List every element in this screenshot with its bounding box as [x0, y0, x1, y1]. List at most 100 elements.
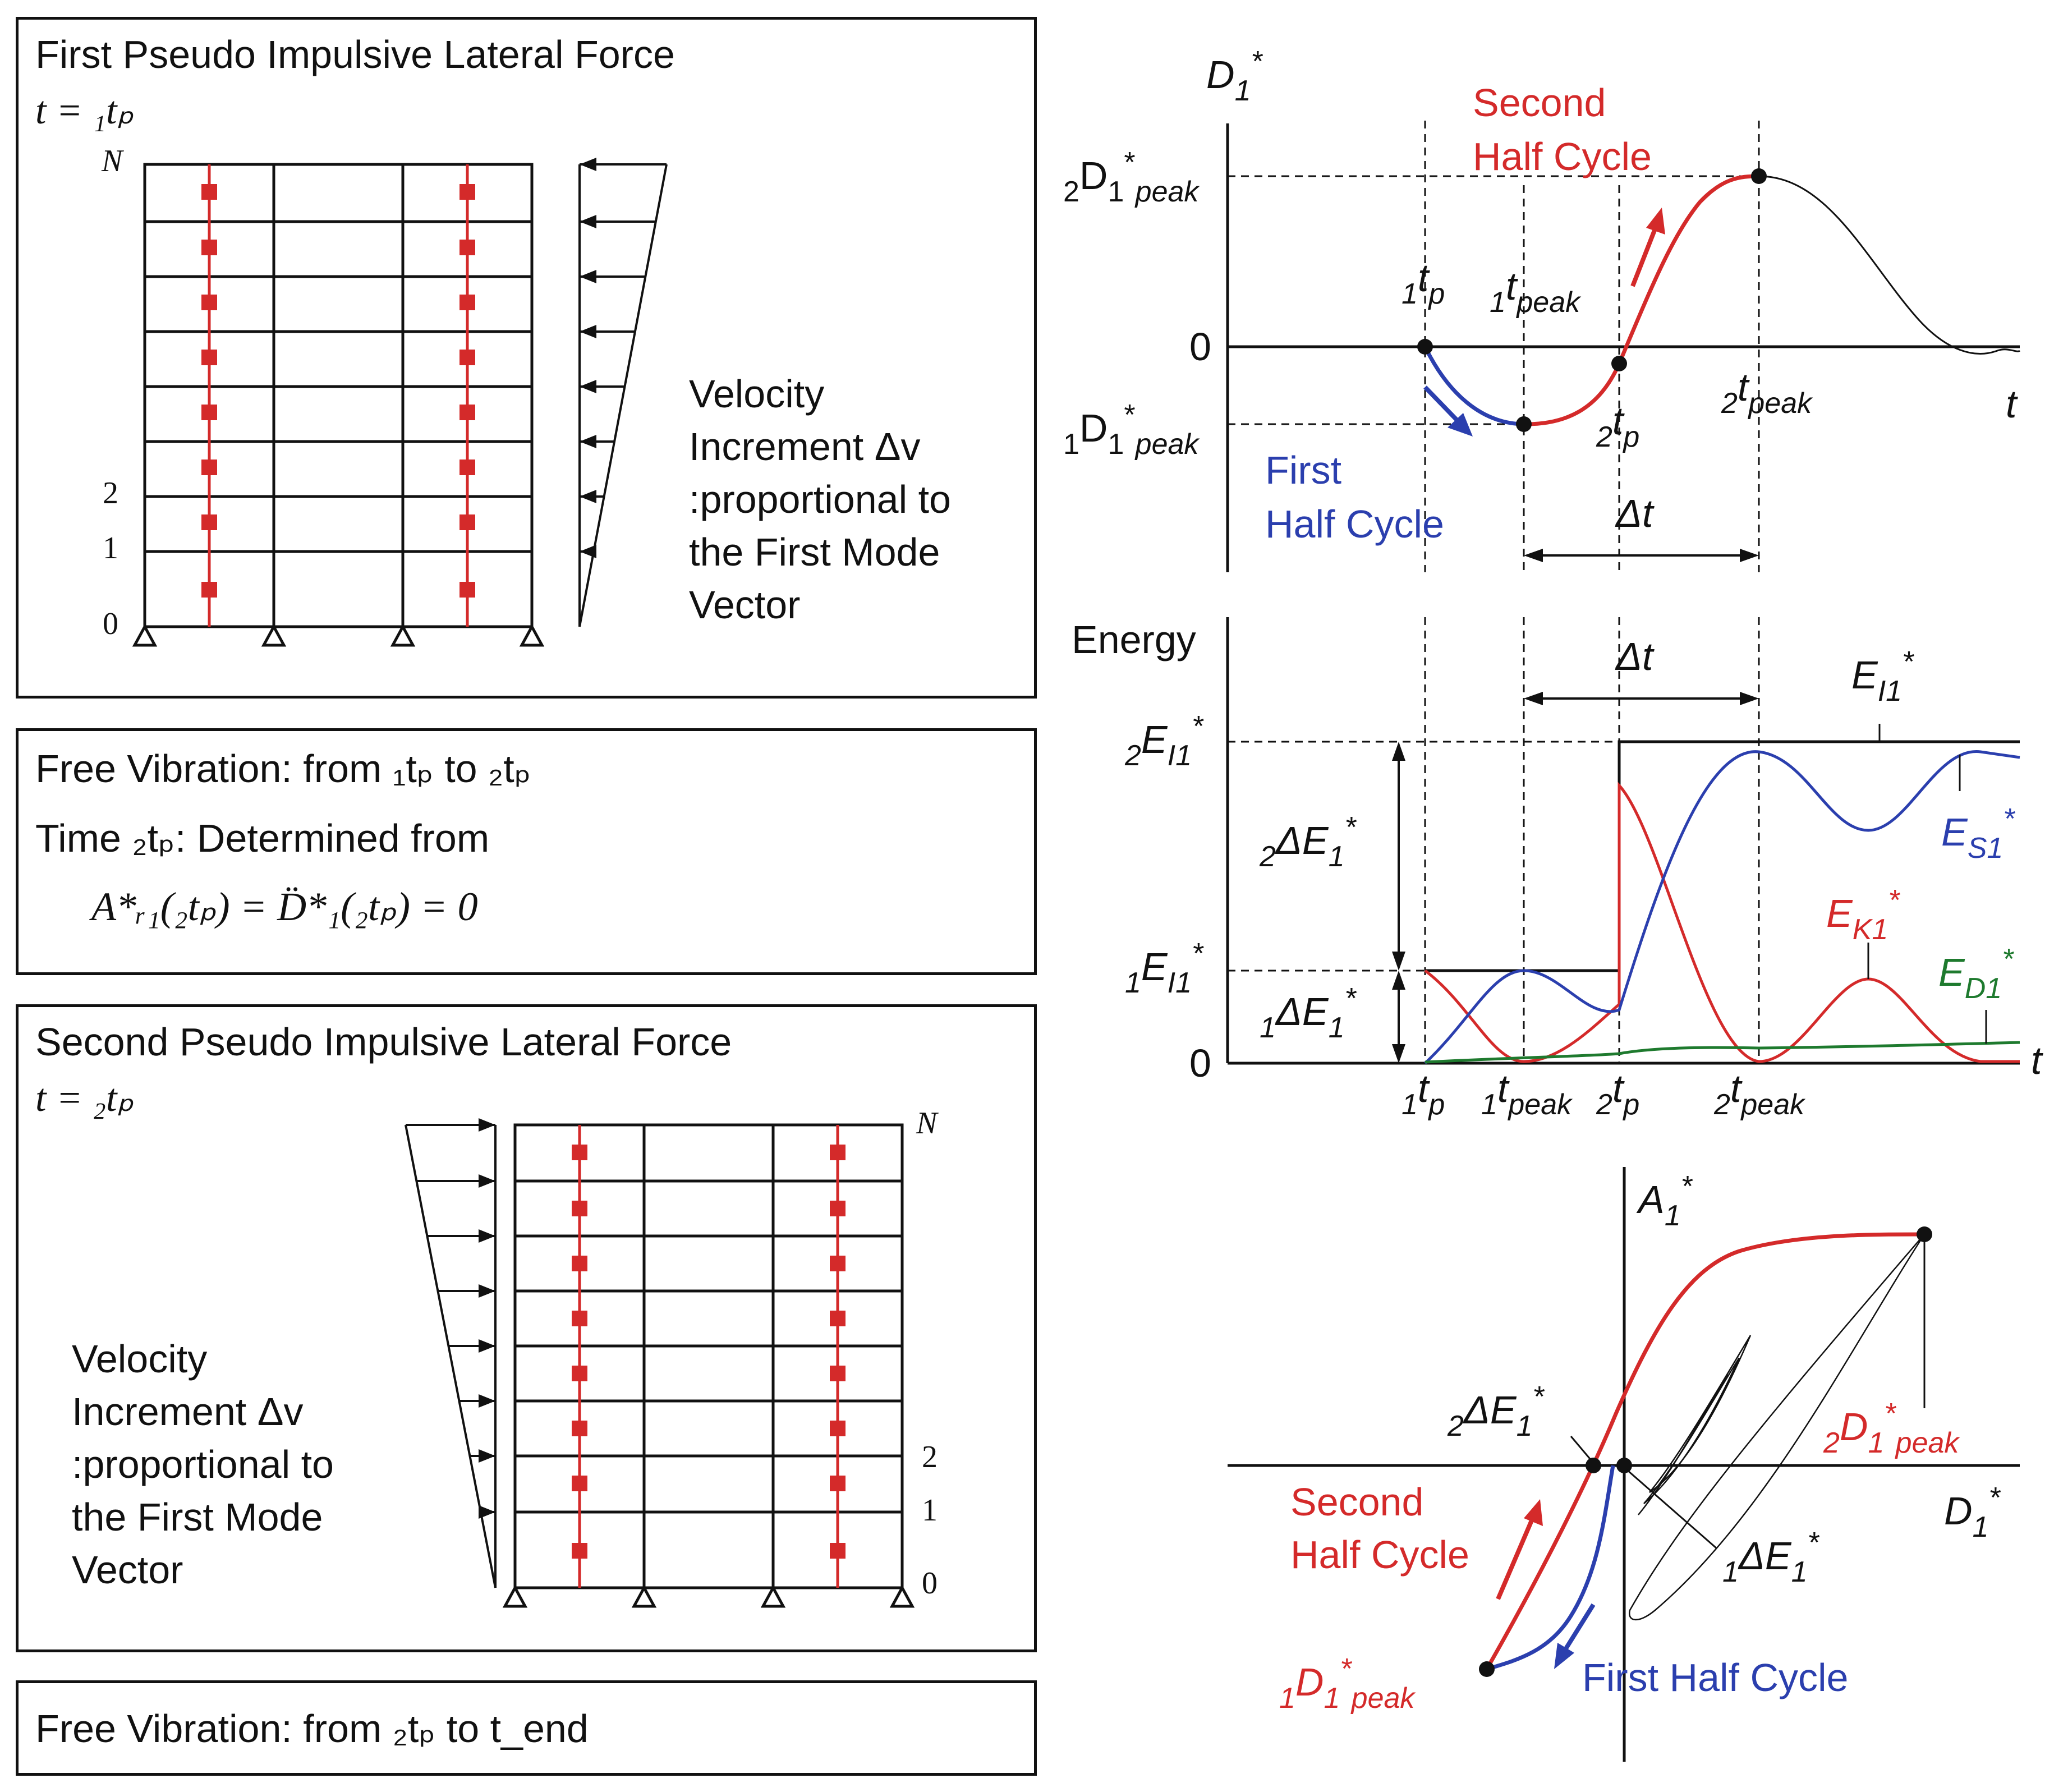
- point-delta2: [1586, 1458, 1601, 1473]
- second-half-arrowhead: [1646, 208, 1665, 235]
- delta1-arrowhead-top: [1392, 971, 1405, 990]
- second-half-curve: [1523, 174, 1759, 426]
- sub: 1: [1664, 1200, 1681, 1232]
- e-t-label-2tpeak: 2tpeak: [1714, 1066, 1804, 1122]
- sub: peak: [1508, 1088, 1572, 1121]
- hysteresis-loops: [1628, 1234, 1926, 1621]
- main: t: [1417, 256, 1429, 300]
- point-2d-peak: [1917, 1226, 1932, 1242]
- tail: peak: [1135, 176, 1199, 208]
- label-line: First: [1265, 448, 1342, 492]
- second-half-arrowhead: [1524, 1499, 1543, 1526]
- sub: I1: [1877, 675, 1903, 707]
- top-xlabel: t: [2006, 382, 2017, 426]
- input-energy-curve: [1425, 740, 2020, 972]
- sub: D1: [1964, 972, 2002, 1005]
- first-impulse-panel: First Pseudo Impulsive Lateral Force t =…: [16, 17, 1037, 699]
- point-2tpeak: [1751, 168, 1767, 184]
- main: ΔE: [1275, 819, 1329, 862]
- hyst-peak1-label: 1D1*peak: [1279, 1652, 1414, 1715]
- sub: 1: [1791, 1556, 1808, 1588]
- pre: 2: [1063, 176, 1079, 208]
- main: ΔE: [1275, 990, 1329, 1033]
- energy-chart: [1226, 617, 2020, 1065]
- pre: 1: [1125, 967, 1141, 999]
- sub: p: [1623, 421, 1640, 453]
- ed-label: ED1*: [1938, 943, 2013, 1005]
- pre: 1: [1279, 1682, 1295, 1715]
- pre: 2: [1714, 1088, 1730, 1121]
- frame-diagram: [405, 1118, 915, 1608]
- delta1-leader: [1626, 1469, 1717, 1550]
- note-line: Increment Δv: [689, 425, 921, 468]
- main: E: [1141, 945, 1168, 989]
- sup: *: [1192, 938, 1203, 970]
- second-impulse-panel: Second Pseudo Impulsive Lateral Force t …: [16, 1004, 1037, 1652]
- main: t: [1612, 1067, 1624, 1110]
- energy-xlabel: t: [2031, 1039, 2042, 1082]
- floor-label-1: 1: [922, 1493, 938, 1528]
- top-dt-label: Δt: [1616, 491, 1653, 535]
- pre: 2: [1125, 739, 1141, 772]
- ylabel-main: D: [1206, 53, 1235, 97]
- top-ylabel: D1*: [1206, 45, 1262, 108]
- time-determined-line: Time ₂tₚ: Determined from: [35, 816, 490, 860]
- first-half-arrowhead: [1448, 413, 1473, 436]
- panel-title: First Pseudo Impulsive Lateral Force: [35, 33, 675, 76]
- displacement-chart: [1226, 121, 2021, 572]
- sup: *: [1902, 646, 1914, 678]
- velocity-note: Velocity Increment Δv :proportional to t…: [72, 1332, 334, 1596]
- strain-energy-curve: [1424, 750, 2020, 1064]
- sup: *: [1680, 1170, 1692, 1203]
- hyst-xlabel: D1*: [1944, 1481, 2000, 1544]
- level1-label: 1EI1*: [1125, 937, 1203, 1000]
- main: E: [1851, 653, 1878, 697]
- main: t: [1737, 365, 1749, 409]
- sub: 1: [1328, 840, 1345, 873]
- note-line: the First Mode: [689, 530, 940, 574]
- floor-label-1: 1: [103, 531, 118, 566]
- second-half-label: Second Half Cycle: [1473, 76, 1652, 183]
- note-line: Velocity: [689, 372, 825, 416]
- floor-label-0: 0: [922, 1566, 938, 1601]
- delta1-arrowhead-bottom: [1392, 1044, 1405, 1063]
- pre: 1: [1063, 428, 1079, 461]
- velocity-note: Velocity Increment Δv :proportional to t…: [689, 367, 951, 631]
- sup: *: [1344, 811, 1356, 844]
- second-half-arrow: [1496, 1519, 1534, 1600]
- sup: *: [1807, 1527, 1819, 1559]
- free-vibration-panel-2: Free Vibration: from ₂tₚ to t_end: [16, 1680, 1037, 1776]
- main: t: [1505, 264, 1517, 308]
- free-vibration-curve: [1758, 175, 2021, 355]
- floor-label-2: 2: [922, 1440, 938, 1474]
- note-line: Vector: [72, 1548, 183, 1592]
- hyst-second-half-label: Second Half Cycle: [1290, 1476, 1469, 1581]
- panel-title: Second Pseudo Impulsive Lateral Force: [35, 1020, 732, 1064]
- sup: *: [1532, 1381, 1544, 1413]
- free-vibration-line: Free Vibration: from ₁tₚ to ₂tₚ: [35, 747, 531, 791]
- floor-label-2: 2: [103, 476, 118, 511]
- hyst-delta2-label: 2ΔE1*: [1448, 1380, 1544, 1443]
- note-line: Increment Δv: [72, 1390, 304, 1433]
- sup: *: [1888, 884, 1900, 917]
- pre: 2: [1721, 387, 1738, 420]
- frame-diagram: [132, 158, 668, 647]
- sup: *: [1884, 1398, 1896, 1430]
- dt-arrowhead-right: [1740, 692, 1759, 705]
- pre: 2: [1596, 1088, 1612, 1121]
- delta2-leader: [1570, 1436, 1593, 1462]
- point-1d-peak: [1479, 1661, 1495, 1677]
- pre: 1: [1402, 1088, 1418, 1121]
- hyst-ylabel: A1*: [1638, 1170, 1692, 1233]
- ei-label: EI1*: [1851, 645, 1913, 708]
- tail: peak: [1135, 428, 1199, 461]
- point-1tpeak: [1516, 416, 1532, 432]
- e-t-label-1tp: 1tp: [1402, 1066, 1445, 1122]
- second-half-arrow: [1630, 228, 1657, 287]
- floor-label-n: N: [102, 144, 123, 178]
- delta2-arrowhead-top: [1392, 742, 1405, 761]
- sub: 1: [1108, 176, 1124, 208]
- sup: *: [1340, 1653, 1352, 1685]
- delta1-label: 1ΔE1*: [1260, 982, 1356, 1045]
- sub: p: [1623, 1088, 1640, 1121]
